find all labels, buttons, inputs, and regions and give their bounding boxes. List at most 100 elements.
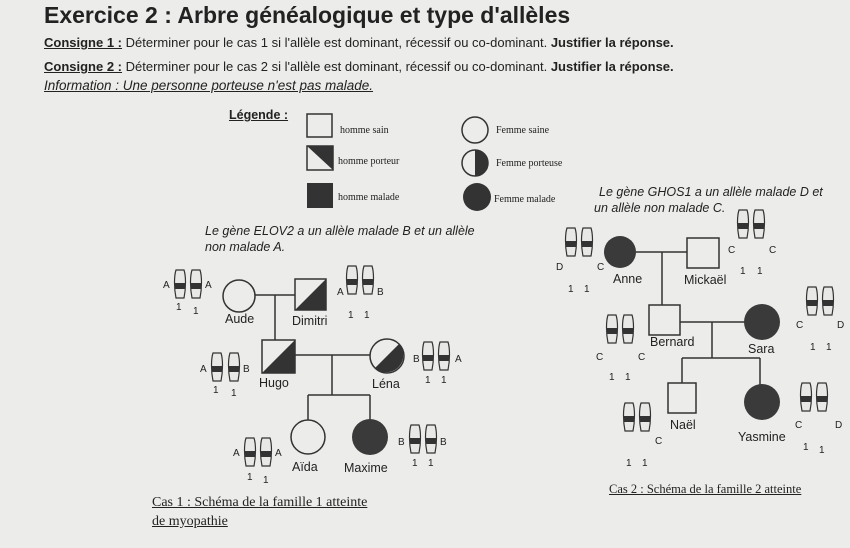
bernard-allele-1: C: [596, 352, 604, 363]
sara-chromosomes: [805, 286, 835, 316]
aida-name: Aïda: [292, 460, 318, 474]
hugo-chrom-number-2: 1: [231, 388, 237, 399]
mickael-allele-1: C: [728, 245, 736, 256]
hugo-symbol: [261, 339, 296, 374]
sara-symbol: [744, 304, 780, 340]
dimitri-chrom-number-2: 1: [364, 310, 370, 321]
maxime-chromosomes: [408, 424, 438, 454]
anne-chrom-number-1: 1: [568, 284, 574, 295]
nael-allele-2: C: [655, 436, 663, 447]
aida-allele-2: A: [275, 448, 282, 459]
dimitri-allele-2: B: [377, 287, 384, 298]
bernard-symbol: [648, 304, 681, 336]
lena-chrom-number-1: 1: [425, 375, 431, 386]
hugo-allele-1: A: [200, 364, 207, 375]
mickael-allele-2: C: [769, 245, 777, 256]
legend-carrier-male-symbol: [306, 145, 334, 171]
lena-allele-1: B: [413, 354, 420, 365]
mickael-chrom-number-2: 1: [757, 266, 763, 277]
aida-allele-1: A: [233, 448, 240, 459]
nael-chrom-number-1: 1: [626, 458, 632, 469]
mickael-chrom-number-1: 1: [740, 266, 746, 277]
aude-allele-1: A: [163, 280, 170, 291]
maxime-symbol: [352, 419, 388, 455]
maxime-chrom-number-2: 1: [428, 458, 434, 469]
dimitri-name: Dimitri: [292, 314, 328, 328]
anne-allele-1: D: [556, 262, 564, 273]
consigne-2-label: Consigne 2 :: [44, 59, 123, 74]
aude-allele-2: A: [205, 280, 212, 291]
maxime-allele-1: B: [398, 437, 405, 448]
aude-symbol: [222, 279, 256, 313]
nael-chromosomes: [622, 402, 652, 432]
aude-chrom-number-2: 1: [193, 306, 199, 317]
yasmine-name: Yasmine: [738, 430, 786, 444]
hugo-allele-2: B: [243, 364, 250, 375]
consigne-1: Consigne 1 : Déterminer pour le cas 1 si…: [44, 35, 674, 50]
consigne-1-text: Déterminer pour le cas 1 si l'allèle est…: [122, 35, 548, 50]
anne-chrom-number-2: 1: [584, 284, 590, 295]
maxime-name: Maxime: [344, 461, 388, 475]
legend-carrier-female-symbol: [461, 149, 489, 177]
aude-name: Aude: [225, 312, 255, 326]
hugo-name: Hugo: [259, 376, 289, 390]
case2-gene-line2: un allèle non malade C.: [594, 201, 726, 215]
aida-symbol: [290, 419, 326, 455]
yasmine-allele-2: D: [835, 420, 843, 431]
legend-title: Légende :: [229, 108, 289, 122]
legend-healthy-female-symbol: [461, 116, 489, 144]
yasmine-chromosomes: [799, 382, 829, 412]
bernard-name: Bernard: [650, 335, 695, 349]
nael-chrom-number-2: 1: [642, 458, 648, 469]
legend-affected-female-symbol: [463, 183, 491, 211]
case1-caption-line2: de myopathie: [152, 514, 228, 529]
dimitri-allele-1: A: [337, 287, 344, 298]
dimitri-symbol: [294, 278, 327, 311]
legend-healthy-male-symbol: [306, 113, 333, 138]
anne-name: Anne: [613, 272, 643, 286]
case1-gene-line2: non malade A.: [205, 240, 286, 254]
information-note: Information : Une personne porteuse n'es…: [44, 78, 374, 93]
lena-name: Léna: [372, 377, 400, 391]
lena-allele-2: A: [455, 354, 462, 365]
consigne-1-label: Consigne 1 :: [44, 35, 123, 50]
case2-gene-line1: Le gène GHOS1 a un allèle malade D et: [599, 185, 823, 199]
mickael-chromosomes: [736, 209, 766, 239]
hugo-chrom-number-1: 1: [213, 385, 219, 396]
aida-chrom-number-1: 1: [247, 472, 253, 483]
yasmine-allele-1: C: [795, 420, 803, 431]
consigne-2-text: Déterminer pour le cas 2 si l'allèle est…: [122, 59, 548, 74]
yasmine-chrom-number-2: 1: [819, 445, 825, 456]
lena-chrom-number-2: 1: [441, 375, 447, 386]
aida-chromosomes: [243, 437, 273, 467]
bernard-chrom-number-1: 1: [609, 372, 615, 383]
lena-symbol: [369, 338, 405, 374]
dimitri-chrom-number-1: 1: [348, 310, 354, 321]
legend-homme-malade: homme malade: [338, 192, 400, 203]
case1-caption-line1: Cas 1 : Schéma de la famille 1 atteinte: [152, 495, 368, 510]
maxime-chrom-number-1: 1: [412, 458, 418, 469]
case1-gene-line1: Le gène ELOV2 a un allèle malade B et un…: [205, 224, 475, 238]
legend-femme-malade: Femme malade: [494, 194, 556, 205]
hugo-chromosomes: [210, 352, 241, 382]
yasmine-chrom-number-1: 1: [803, 442, 809, 453]
sara-allele-2: D: [837, 320, 845, 331]
aude-chromosomes: [173, 269, 203, 299]
consigne-2-justify: Justifier la réponse.: [547, 59, 674, 74]
nael-symbol: [667, 382, 697, 414]
bernard-allele-2: C: [638, 352, 646, 363]
legend-affected-male-symbol: [307, 183, 333, 208]
legend-homme-sain: homme sain: [340, 125, 389, 136]
legend-homme-porteur: homme porteur: [338, 156, 400, 167]
case2-caption: Cas 2 : Schéma de la famille 2 atteinte: [609, 482, 802, 496]
aude-chrom-number-1: 1: [176, 302, 182, 313]
maxime-allele-2: B: [440, 437, 447, 448]
consigne-2: Consigne 2 : Déterminer pour le cas 2 si…: [44, 59, 674, 74]
anne-allele-2: C: [597, 262, 605, 273]
nael-name: Naël: [670, 418, 696, 432]
legend-femme-porteuse: Femme porteuse: [496, 158, 563, 169]
dimitri-chromosomes: [345, 265, 375, 295]
anne-symbol: [604, 236, 636, 268]
bernard-chromosomes: [605, 314, 635, 344]
bernard-chrom-number-2: 1: [625, 372, 631, 383]
